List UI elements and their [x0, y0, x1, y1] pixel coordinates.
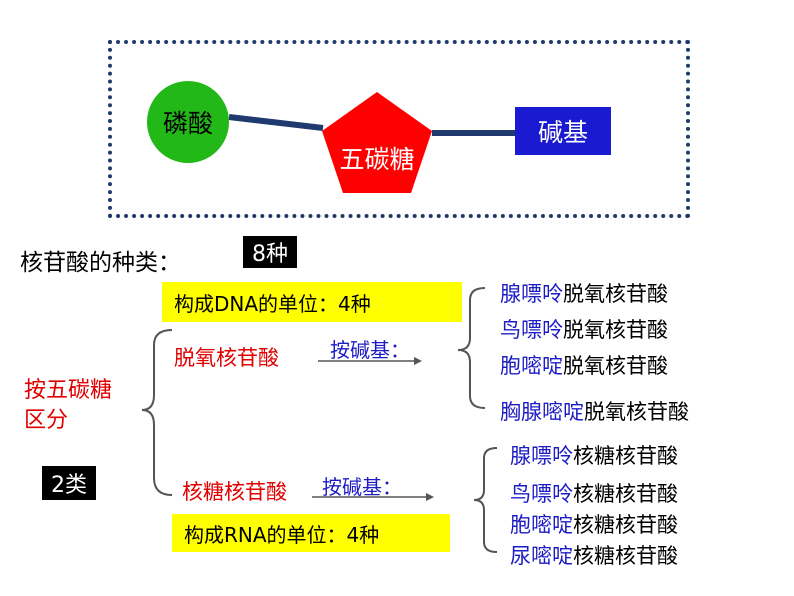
- nucleotide-types-title: 核苷酸的种类：: [20, 250, 181, 276]
- rna-item-2-suffix: 核糖核苷酸: [573, 482, 678, 506]
- rna-arrow-head: [426, 493, 434, 501]
- classify-line-2: 区分: [24, 408, 69, 433]
- rna-item-uracil: 尿嘧啶核糖核苷酸: [510, 540, 678, 570]
- dna-item-guanine: 鸟嘌呤脱氧核苷酸: [500, 314, 668, 344]
- dna-arrow-head: [414, 357, 422, 365]
- eight-types-badge: 8种: [243, 236, 297, 268]
- rna-item-1-prefix: 腺嘌呤: [510, 444, 573, 468]
- rna-item-4-suffix: 核糖核苷酸: [573, 544, 678, 568]
- rna-unit-highlight: 构成RNA的单位：4种: [172, 514, 450, 552]
- ribonucleotide-label: 核糖核苷酸: [182, 480, 287, 504]
- rna-brace: [473, 447, 498, 553]
- dna-unit-text: 构成DNA的单位：4种: [174, 291, 371, 316]
- dna-item-3-prefix: 胞嘧啶: [500, 354, 563, 378]
- dna-item-thymine: 胸腺嘧啶脱氧核苷酸: [500, 396, 689, 426]
- classify-line-1: 按五碳糖: [24, 378, 113, 403]
- rna-item-2-prefix: 鸟嘌呤: [510, 482, 573, 506]
- dna-by-base-label: 按碱基：: [330, 338, 410, 362]
- dna-item-1-suffix: 脱氧核苷酸: [563, 282, 668, 306]
- rna-item-cytosine: 胞嘧啶核糖核苷酸: [510, 509, 678, 539]
- rna-by-base-label: 按碱基：: [322, 475, 402, 499]
- phosphate-label: 磷酸: [162, 109, 213, 138]
- rna-item-guanine: 鸟嘌呤核糖核苷酸: [510, 478, 678, 508]
- dna-item-4-prefix: 胸腺嘧啶: [500, 400, 584, 424]
- nucleotide-structure-frame: [108, 40, 690, 218]
- dna-unit-highlight: 构成DNA的单位：4种: [162, 282, 462, 322]
- two-types-badge: 2类: [42, 466, 96, 500]
- rna-item-1-suffix: 核糖核苷酸: [573, 444, 678, 468]
- classify-by-sugar-label: 按五碳糖 区分: [24, 376, 112, 436]
- dna-item-1-prefix: 腺嘌呤: [500, 282, 563, 306]
- base-box: 碱基: [515, 107, 611, 155]
- sugar-label: 五碳糖: [339, 145, 415, 174]
- sugar-pentagon: [322, 92, 432, 193]
- phosphate-circle: 磷酸: [147, 81, 229, 163]
- dna-item-3-suffix: 脱氧核苷酸: [563, 354, 668, 378]
- rna-item-3-suffix: 核糖核苷酸: [573, 513, 678, 537]
- two-types-text: 2类: [51, 473, 87, 498]
- dna-brace: [457, 287, 486, 409]
- rna-item-4-prefix: 尿嘧啶: [510, 544, 573, 568]
- dna-item-cytosine: 胞嘧啶脱氧核苷酸: [500, 350, 668, 380]
- phosphate-sugar-bond: [228, 114, 324, 131]
- dna-item-2-prefix: 鸟嘌呤: [500, 318, 563, 342]
- eight-types-text: 8种: [252, 242, 288, 267]
- rna-unit-text: 构成RNA的单位：4种: [184, 522, 380, 547]
- dna-item-4-suffix: 脱氧核苷酸: [584, 400, 689, 424]
- base-label: 碱基: [537, 118, 588, 147]
- dna-item-2-suffix: 脱氧核苷酸: [563, 318, 668, 342]
- deoxynucleotide-label: 脱氧核苷酸: [174, 346, 279, 370]
- dna-item-adenine: 腺嘌呤脱氧核苷酸: [500, 278, 668, 308]
- rna-item-3-prefix: 胞嘧啶: [510, 513, 573, 537]
- main-brace: [141, 329, 173, 496]
- rna-item-adenine: 腺嘌呤核糖核苷酸: [510, 440, 678, 470]
